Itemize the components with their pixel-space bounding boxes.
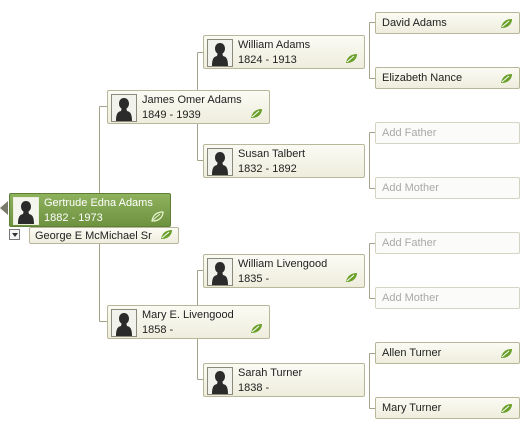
add-mother-label: Add Mother	[382, 292, 439, 304]
spouse-name: George E McMichael Sr	[35, 230, 152, 242]
add-father-button[interactable]: Add Father	[375, 122, 520, 144]
leaf-icon[interactable]	[500, 73, 513, 84]
person-dates: 1838 -	[238, 382, 270, 394]
leaf-icon[interactable]	[500, 403, 513, 414]
person-name: Allen Turner	[382, 347, 442, 359]
person-silhouette-icon	[207, 367, 233, 395]
dropdown-arrow-icon[interactable]	[9, 229, 20, 240]
person-name: Susan Talbert	[238, 148, 306, 160]
leaf-icon[interactable]	[345, 53, 358, 64]
person-name: William Adams	[238, 39, 311, 51]
person-silhouette-icon	[111, 309, 137, 337]
great-grandparent-card[interactable]: Allen Turner	[375, 342, 520, 364]
person-silhouette-icon	[207, 148, 233, 176]
person-dates: 1858 -	[142, 324, 174, 336]
leaf-icon[interactable]	[345, 272, 358, 283]
father-card[interactable]: James Omer Adams 1849 - 1939	[107, 90, 270, 124]
leaf-icon[interactable]	[500, 18, 513, 29]
add-mother-button[interactable]: Add Mother	[375, 177, 520, 199]
leaf-icon[interactable]	[250, 323, 263, 334]
great-grandparent-card[interactable]: Elizabeth Nance	[375, 67, 520, 89]
back-arrow-icon[interactable]	[0, 201, 8, 215]
spouse-card[interactable]: George E McMichael Sr	[29, 227, 179, 244]
great-grandparent-card[interactable]: Mary Turner	[375, 397, 520, 419]
spouse-row: George E McMichael Sr	[9, 227, 179, 244]
person-name: Elizabeth Nance	[382, 72, 463, 84]
person-dates: 1835 -	[238, 273, 270, 285]
person-dates: 1882 - 1973	[44, 212, 103, 224]
root-person-card[interactable]: Gertrude Edna Adams 1882 - 1973	[9, 193, 171, 227]
add-mother-button[interactable]: Add Mother	[375, 287, 520, 309]
person-silhouette-icon	[13, 197, 39, 225]
leaf-icon[interactable]	[500, 348, 513, 359]
person-dates: 1849 - 1939	[142, 109, 201, 121]
person-silhouette-icon	[207, 258, 233, 286]
add-father-label: Add Father	[382, 127, 437, 139]
great-grandparent-card[interactable]: David Adams	[375, 12, 520, 34]
mother-card[interactable]: Mary E. Livengood 1858 -	[107, 305, 270, 339]
add-mother-label: Add Mother	[382, 182, 439, 194]
person-name: Mary E. Livengood	[142, 309, 234, 321]
person-dates: 1824 - 1913	[238, 54, 297, 66]
person-dates: 1832 - 1892	[238, 163, 297, 175]
grandparent-card[interactable]: Sarah Turner 1838 -	[203, 363, 365, 397]
person-name: Sarah Turner	[238, 367, 303, 379]
grandparent-card[interactable]: Susan Talbert 1832 - 1892	[203, 144, 365, 178]
person-name: Gertrude Edna Adams	[44, 197, 153, 209]
person-silhouette-icon	[207, 39, 233, 67]
grandparent-card[interactable]: William Livengood 1835 -	[203, 254, 365, 288]
leaf-icon[interactable]	[151, 211, 164, 222]
grandparent-card[interactable]: William Adams 1824 - 1913	[203, 35, 365, 69]
add-father-button[interactable]: Add Father	[375, 232, 520, 254]
person-name: James Omer Adams	[142, 94, 242, 106]
person-name: William Livengood	[238, 258, 328, 270]
leaf-icon[interactable]	[160, 229, 173, 240]
leaf-icon[interactable]	[250, 108, 263, 119]
person-name: Mary Turner	[382, 402, 442, 414]
person-name: David Adams	[382, 17, 447, 29]
add-father-label: Add Father	[382, 237, 437, 249]
person-silhouette-icon	[111, 94, 137, 122]
